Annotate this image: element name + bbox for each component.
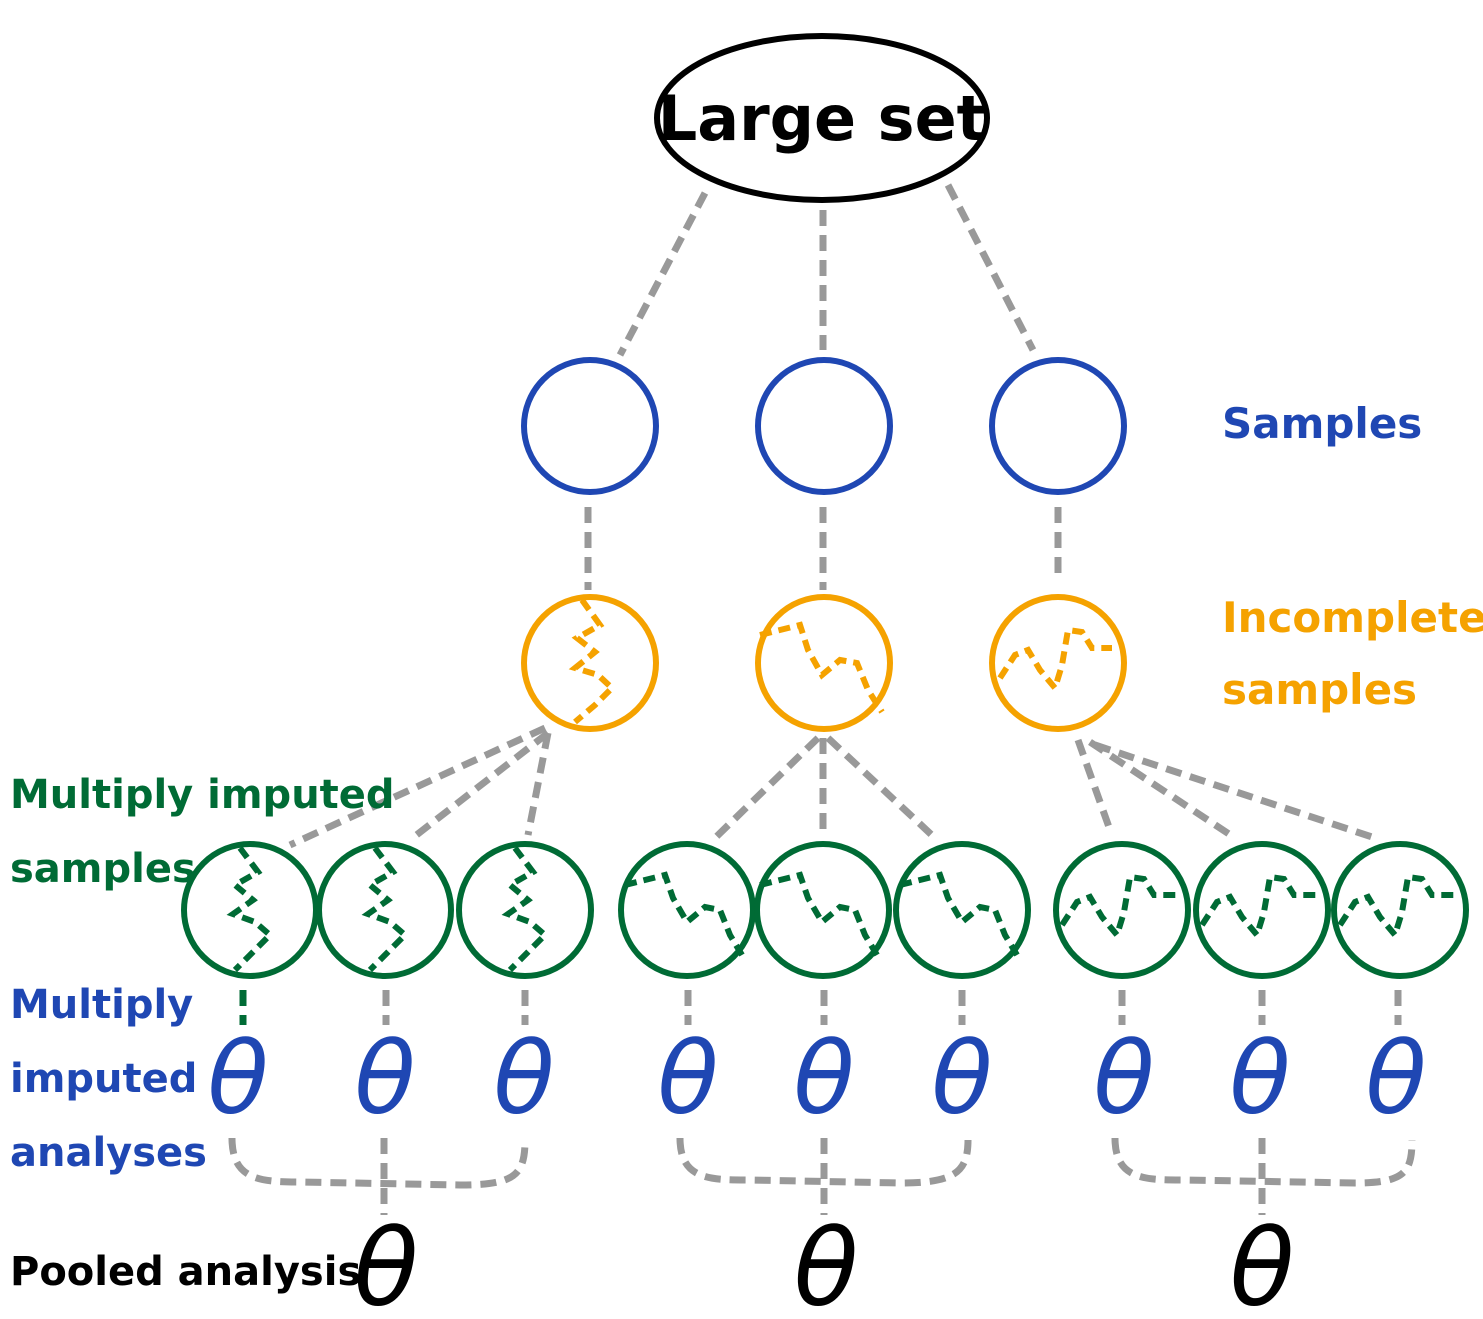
imputed-circle-8 bbox=[1193, 841, 1331, 979]
imputed-pattern-5 bbox=[759, 871, 880, 957]
pooling-brackets bbox=[228, 1137, 1416, 1215]
analysis-theta-4: θ bbox=[657, 1020, 718, 1137]
root-ellipse bbox=[654, 33, 990, 203]
incomplete-circle-3 bbox=[989, 594, 1127, 732]
root-label: Large set bbox=[658, 82, 987, 155]
missing-pattern-2 bbox=[759, 621, 885, 714]
imputation-connectors bbox=[288, 724, 1377, 849]
pooled-theta-3: θ bbox=[1230, 1207, 1295, 1319]
sample-circle-3 bbox=[989, 357, 1127, 495]
imputed-circle-2 bbox=[316, 841, 454, 979]
analysis-theta-8: θ bbox=[1229, 1020, 1290, 1137]
imputed-circle-4 bbox=[618, 841, 756, 979]
imputed-pattern-1 bbox=[226, 846, 275, 973]
sample-connectors bbox=[584, 507, 1062, 590]
imputed-label-line2: samples bbox=[10, 846, 196, 892]
pooled-label: Pooled analysis bbox=[10, 1249, 361, 1295]
missing-pattern-3 bbox=[997, 626, 1112, 695]
imputed-pattern-9 bbox=[1337, 873, 1454, 942]
imputed-circle-6 bbox=[893, 841, 1031, 979]
imputed-circle-3 bbox=[456, 841, 594, 979]
imputed-pattern-4 bbox=[624, 871, 745, 957]
samples-label: Samples bbox=[1222, 399, 1422, 448]
imputed-nodes bbox=[181, 841, 1469, 979]
sample-circle-2 bbox=[755, 357, 893, 495]
imputed-pattern-8 bbox=[1199, 873, 1316, 942]
analysis-theta-3: θ bbox=[493, 1020, 554, 1137]
incomplete-circle-1 bbox=[521, 594, 659, 732]
analysis-connectors bbox=[239, 990, 1402, 1025]
sample-nodes bbox=[521, 357, 1127, 495]
analysis-theta-2: θ bbox=[354, 1020, 415, 1137]
imputed-circle-5 bbox=[754, 841, 892, 979]
pooled-theta-2: θ bbox=[794, 1207, 859, 1319]
missing-pattern-1 bbox=[568, 598, 617, 725]
incomplete-circle-2 bbox=[755, 594, 893, 732]
imputed-pattern-2 bbox=[361, 846, 410, 973]
analysis-theta-1: θ bbox=[207, 1020, 268, 1137]
analysis-theta-5: θ bbox=[793, 1020, 854, 1137]
root-connectors bbox=[616, 183, 1037, 357]
analyses-label-line1: Multiply bbox=[10, 982, 193, 1028]
sample-circle-1 bbox=[521, 357, 659, 495]
pooled-theta-1: θ bbox=[354, 1207, 419, 1319]
row-labels: Samples Incomplete samples Multiply impu… bbox=[10, 399, 1483, 1295]
imputed-circle-7 bbox=[1053, 841, 1191, 979]
analysis-thetas: θ θ θ θ θ θ θ θ θ bbox=[207, 1020, 1426, 1137]
analyses-label-line3: analyses bbox=[10, 1130, 207, 1176]
imputed-pattern-3 bbox=[501, 846, 550, 973]
imputed-circle-9 bbox=[1331, 841, 1469, 979]
imputed-pattern-7 bbox=[1059, 873, 1176, 942]
incomplete-label-line1: Incomplete bbox=[1222, 593, 1483, 642]
incomplete-nodes bbox=[521, 594, 1127, 732]
analysis-theta-6: θ bbox=[931, 1020, 992, 1137]
pooled-thetas: θ θ θ bbox=[354, 1207, 1295, 1319]
analysis-theta-7: θ bbox=[1093, 1020, 1154, 1137]
imputed-pattern-6 bbox=[899, 871, 1020, 957]
analysis-theta-9: θ bbox=[1365, 1020, 1426, 1137]
analyses-label-line2: imputed bbox=[10, 1056, 197, 1102]
imputed-label-line1: Multiply imputed bbox=[10, 772, 395, 818]
incomplete-label-line2: samples bbox=[1222, 665, 1417, 714]
